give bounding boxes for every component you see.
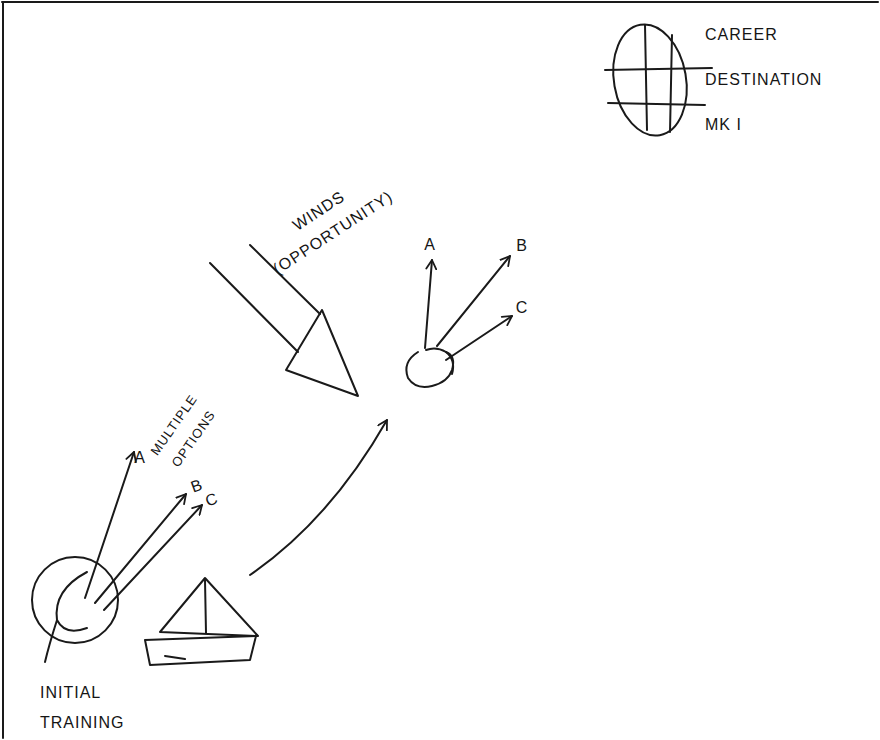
sketch-label: MULTIPLE OPTIONS (139, 381, 230, 482)
globe-grid-line (605, 68, 712, 70)
option-arrow (85, 452, 134, 598)
training-circle: INITIAL TRAINING (25, 550, 155, 735)
option-arrow (437, 256, 510, 346)
boat-hull (165, 656, 185, 659)
globe-outline (605, 19, 695, 142)
globe-grid-line (670, 35, 672, 132)
node-label: INITIAL TRAINING (40, 678, 140, 738)
training-hook (45, 572, 87, 662)
boat-hull (145, 636, 256, 665)
boat-sail (160, 578, 258, 636)
course-arrow (250, 420, 387, 575)
sketch-label: A (415, 235, 445, 255)
boat-mast (205, 580, 206, 633)
sketch-label: WINDS (OPPORTUNITY) (249, 159, 403, 284)
wind-arrow (286, 310, 358, 396)
option-arrow (95, 494, 186, 603)
globe-grid-line (645, 25, 647, 130)
frame-line (2, 2, 4, 738)
option-arrow (446, 316, 512, 360)
sketch-label: B (507, 236, 537, 256)
globe-grid-line (608, 103, 705, 105)
waypoint-circle (406, 348, 453, 387)
training-circle-outline (25, 550, 155, 735)
option-arrow (104, 505, 202, 610)
node-label: CAREER DESTINATION MK I (705, 12, 835, 147)
destination-globe: CAREER DESTINATION MK I (600, 15, 850, 145)
sketch-label: C (507, 298, 537, 318)
frame-line (2, 1, 878, 3)
option-arrow (425, 260, 432, 348)
